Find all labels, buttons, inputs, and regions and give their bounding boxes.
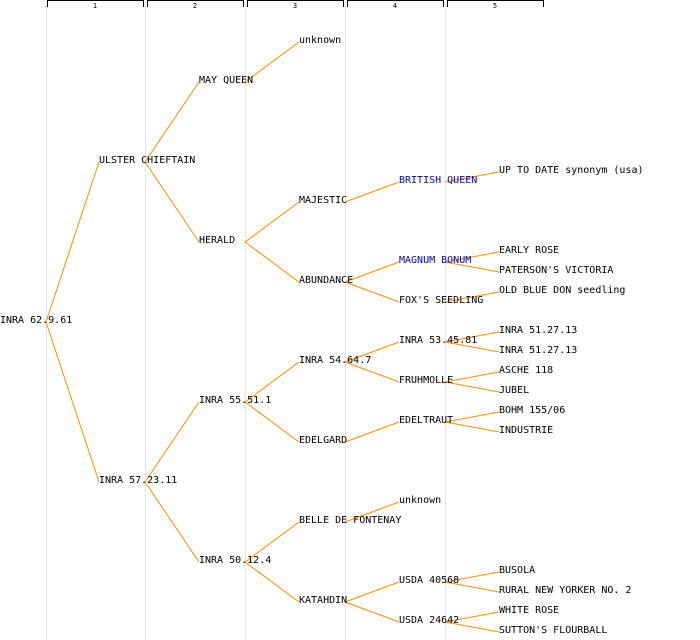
link-inra5551-edelgard [244,401,300,443]
node-abundance[interactable]: ABUNDANCE [299,275,354,286]
link-inra5345-inra5127a [444,331,500,343]
column-number-2: 2 [192,2,198,10]
link-inra5464-fruhmolle [344,361,400,383]
node-inra-55-51-1[interactable]: INRA 55.51.1 [199,395,272,406]
link-edeltraut-bohm [444,411,500,423]
link-katahdin-usda40568 [344,581,400,603]
link-magnumbonum-paterson [444,261,500,273]
link-usda40568-rural [444,581,500,593]
node-industrie[interactable]: INDUSTRIE [499,425,554,436]
column-header-3 [247,0,344,7]
node-usda-40568[interactable]: USDA 40568 [399,575,460,586]
node-unknown[interactable]: unknown [299,35,342,46]
node-root[interactable]: INRA 62.9.61 [0,315,73,326]
link-root-inra5723 [45,321,100,483]
node-unknown[interactable]: unknown [399,495,442,506]
link-abundance-foxs [344,281,400,303]
link-abundance-magnumbonum [344,261,400,283]
node-old-blue-don-seedling[interactable]: OLD BLUE DON seedling [499,285,626,296]
node-jubel[interactable]: JUBEL [499,385,530,396]
column-separator [245,6,246,640]
node-bohm-155-06[interactable]: BOHM 155/06 [499,405,566,416]
link-inra5345-inra5127b [444,341,500,353]
node-up-to-date[interactable]: UP TO DATE synonym (usa) [499,165,644,176]
column-separator [145,6,146,640]
node-fruhmolle[interactable]: FRUHMOLLE [399,375,454,386]
link-inra5012-katahdin [244,561,300,603]
node-inra-51-27-13[interactable]: INRA 51.27.13 [499,345,578,356]
node-asche-118[interactable]: ASCHE 118 [499,365,554,376]
link-root-ulster [45,161,100,323]
node-busola[interactable]: BUSOLA [499,565,536,576]
node-suttons-flourball[interactable]: SUTTON'S FLOURBALL [499,625,608,636]
column-header-5 [447,0,544,7]
link-fruhmolle-jubel [444,381,500,393]
link-fruhmolle-asche [444,371,500,383]
node-rural-new-yorker-no-2[interactable]: RURAL NEW YORKER NO. 2 [499,585,632,596]
node-white-rose[interactable]: WHITE ROSE [499,605,560,616]
column-number-3: 3 [292,2,298,10]
column-separator [345,6,346,640]
node-majestic[interactable]: MAJESTIC [299,195,348,206]
link-edeltraut-industrie [444,421,500,433]
node-inra-51-27-13[interactable]: INRA 51.27.13 [499,325,578,336]
link-foxs-oldblue [444,291,500,303]
link-magnumbonum-earlyrose [444,251,500,263]
link-inra5723-inra5551 [144,401,200,483]
link-majestic-britishqueen [344,181,400,203]
node-inra-54-64-7[interactable]: INRA 54.64.7 [299,355,372,366]
node-inra-53-45-81[interactable]: INRA 53.45.81 [399,335,478,346]
column-header-2 [147,0,244,7]
link-katahdin-usda24642 [344,601,400,623]
node-edeltraut[interactable]: EDELTRAUT [399,415,454,426]
node-patersons-victoria[interactable]: PATERSON'S VICTORIA [499,265,614,276]
column-number-1: 1 [92,2,98,10]
link-edelgard-edeltraut [344,421,400,443]
node-ulster-chieftain[interactable]: ULSTER CHIEFTAIN [99,155,196,166]
node-inra-57-23-11[interactable]: INRA 57.23.11 [99,475,178,486]
link-britishqueen-uptodate [444,171,500,183]
node-inra-50-12-4[interactable]: INRA 50.12.4 [199,555,272,566]
link-inra5723-inra5012 [144,481,200,563]
node-foxs-seedling[interactable]: FOX'S SEEDLING [399,295,484,306]
link-belle-unknown2 [344,501,400,523]
node-herald[interactable]: HERALD [199,235,236,246]
link-ulster-herald [144,161,200,243]
column-number-5: 5 [492,2,498,10]
column-number-4: 4 [392,2,398,10]
node-usda-24642[interactable]: USDA 24642 [399,615,460,626]
link-inra5551-inra5464 [244,361,300,403]
column-header-4 [347,0,444,7]
link-mayqueen-unknown1 [244,41,300,83]
column-separator [445,6,446,640]
node-magnum-bonum[interactable]: MAGNUM BONUM [399,255,472,266]
node-british-queen[interactable]: BRITISH QUEEN [399,175,478,186]
node-early-rose[interactable]: EARLY ROSE [499,245,560,256]
link-usda40568-busola [444,571,500,583]
node-belle-de-fontenay[interactable]: BELLE DE FONTENAY [299,515,402,526]
link-ulster-mayqueen [144,81,200,163]
link-inra5012-belle [244,521,300,563]
node-edelgard[interactable]: EDELGARD [299,435,348,446]
column-header-1 [47,0,144,7]
link-herald-abundance [244,241,300,283]
link-usda24642-whiterose [444,611,500,623]
node-katahdin[interactable]: KATAHDIN [299,595,348,606]
link-usda24642-suttons [444,621,500,633]
link-herald-majestic [244,201,300,243]
link-inra5464-inra5345 [344,341,400,363]
node-may-queen[interactable]: MAY QUEEN [199,75,254,86]
